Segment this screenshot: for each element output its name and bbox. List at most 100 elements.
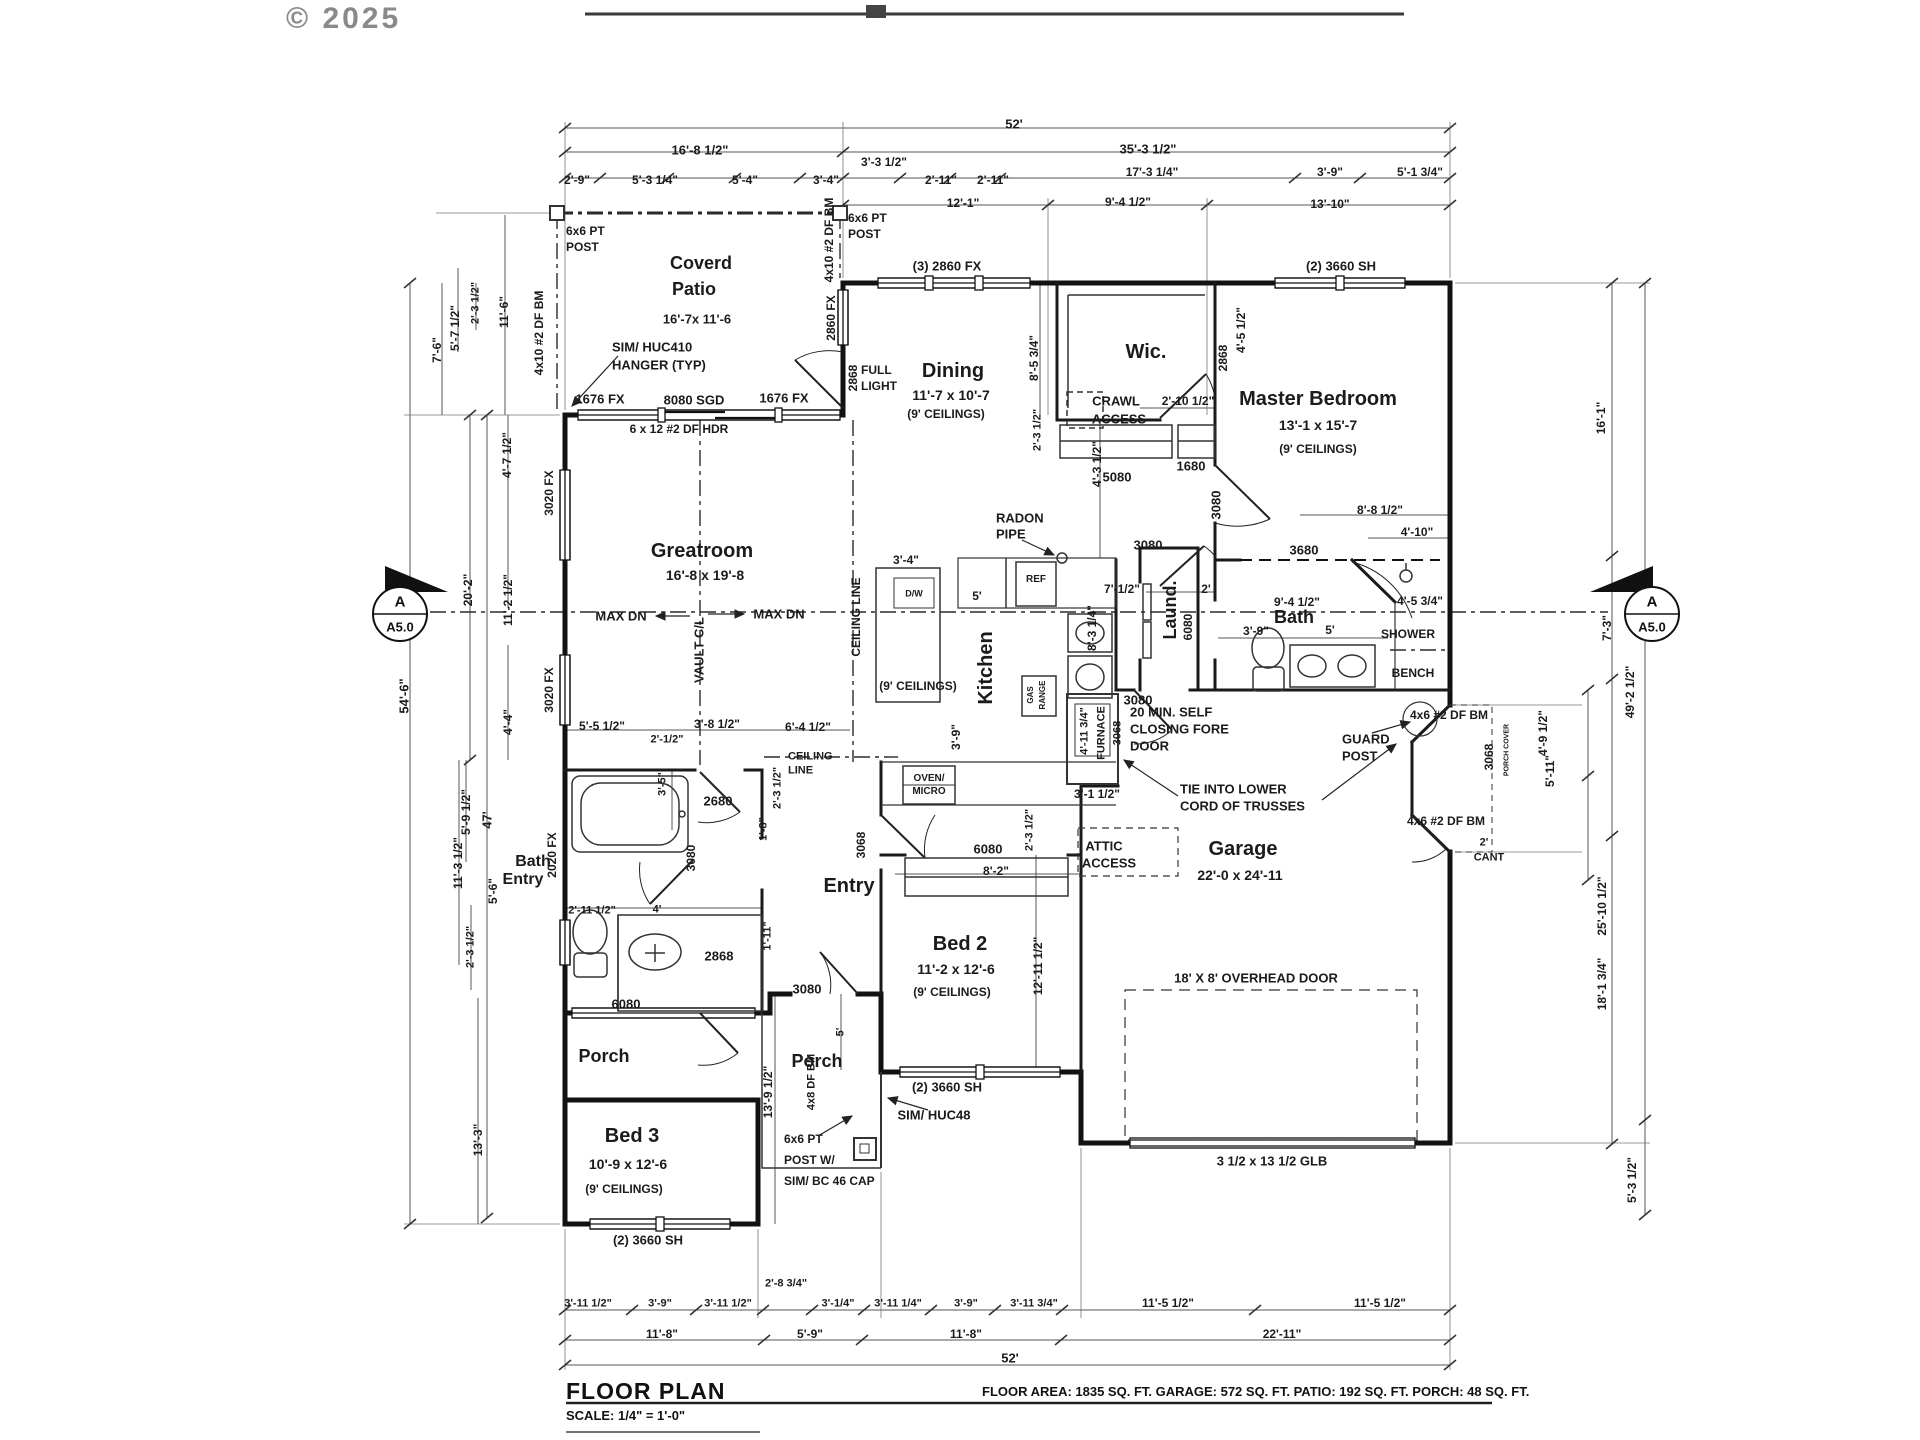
beam-note: 4x6 #2 DF BM xyxy=(1406,814,1486,828)
dim-label: 5'-3 1/4" xyxy=(632,173,678,187)
bench-label: BENCH xyxy=(1391,666,1435,680)
dim-label: 5'-6" xyxy=(486,878,500,904)
door-tag: 3080 xyxy=(1208,490,1224,520)
door-tag: 3680 xyxy=(1289,542,1319,558)
centerlines xyxy=(430,211,1608,765)
fire-door-note: CLOSING FORE xyxy=(1130,721,1229,737)
guard-post-note: POST xyxy=(1342,748,1378,764)
post-note: 6x6 PT xyxy=(848,211,887,225)
post-note: POST xyxy=(848,227,881,241)
interior-walls xyxy=(563,281,1453,1074)
dim-label: 3'-5" xyxy=(656,772,669,796)
dim-label: 35'-3 1/2" xyxy=(1119,141,1177,157)
sheet-scale: SCALE: 1/4" = 1'-0" xyxy=(566,1408,686,1423)
sheet-title: FLOOR PLAN xyxy=(566,1378,726,1404)
section-marker-right-letter: A xyxy=(1646,593,1658,611)
window-tag: 3020 FX xyxy=(542,667,556,713)
section-marker-left-sheet: A5.0 xyxy=(386,619,414,635)
dim-label: 5' xyxy=(972,589,982,603)
door-tag: 2868 xyxy=(704,948,734,964)
kitchen-island xyxy=(875,567,941,703)
room-size-dining: 11'-7 x 10'-7 xyxy=(912,387,990,403)
room-label-covered-patio: Coverd xyxy=(669,253,733,273)
door-tag: 3080 xyxy=(684,844,698,872)
patio-post xyxy=(549,205,565,221)
patio-post xyxy=(832,205,848,221)
dim-label: CANT xyxy=(1473,851,1505,864)
section-arrow-left xyxy=(385,566,448,592)
section-marker-right-sheet: A5.0 xyxy=(1638,619,1666,635)
dim-label: 4'-10" xyxy=(1400,525,1434,539)
hanger-note: SIM/ HUC48 xyxy=(897,1107,971,1123)
dim-label: 20'-2" xyxy=(461,573,475,607)
dim-label: 13'-9 1/2" xyxy=(761,1065,775,1119)
crawl-access-note: ACCESS xyxy=(1091,411,1147,427)
dim-label: 2'-3 1/2" xyxy=(1031,408,1044,452)
dim-label: 4'-4" xyxy=(501,709,515,735)
room-size-master-bedroom: 13'-1 x 15'-7 xyxy=(1278,417,1358,433)
beam-note: 4x8 DF BM xyxy=(805,1053,818,1111)
room-label-bath-entry: Entry xyxy=(502,871,544,888)
hanger-note: SIM/ HUC410 xyxy=(612,339,693,355)
dim-label: 3'-11 1/4" xyxy=(874,1297,922,1310)
dim-label: 8'-5 3/4" xyxy=(1027,335,1041,381)
door-tag: 3080 xyxy=(792,981,822,997)
dim-label: MICRO xyxy=(912,786,946,797)
toilet xyxy=(1251,627,1285,669)
dim-label: 5'-4" xyxy=(732,173,758,187)
dim-label: 4'-11 3/4" xyxy=(1078,707,1091,755)
dim-label: 3'-1 1/2" xyxy=(1074,787,1120,801)
dim-label: 11'-5 1/2" xyxy=(1354,1296,1406,1310)
room-size-bed3: 10'-9 x 12'-6 xyxy=(588,1156,668,1172)
dim-label: MAX DN xyxy=(595,608,647,624)
room-label-master-bath: Bath xyxy=(1274,607,1314,627)
dim-label: 25'-10 1/2" xyxy=(1595,876,1609,936)
window-tag: 6080 xyxy=(611,996,641,1012)
dim-label: MAX DN xyxy=(753,606,805,622)
refrigerator-label: REF xyxy=(1026,574,1046,585)
window-tag: (3) 2860 FX xyxy=(912,258,982,274)
dim-label: OVEN/ xyxy=(913,773,945,784)
room-label-master-bedroom: Master Bedroom xyxy=(1239,388,1397,410)
doors xyxy=(639,350,1447,1066)
dim-label: 13'-3" xyxy=(471,1123,485,1157)
dim-label: 2' xyxy=(1479,836,1489,849)
dim-label: 1'-8" xyxy=(757,817,770,841)
dim-label: 11'-3 1/2" xyxy=(451,837,465,889)
dim-label: LINE xyxy=(788,764,814,777)
room-label-bed2: Bed 2 xyxy=(932,933,988,955)
post-note: 6x6 PT xyxy=(784,1132,823,1146)
dim-label: 2'-3 1/2" xyxy=(464,925,477,969)
room-label-dining: Dining xyxy=(921,360,985,382)
dim-label: 7'-6" xyxy=(430,337,444,363)
dishwasher xyxy=(893,577,935,609)
room-size-bed2: 11'-2 x 12'-6 xyxy=(917,961,995,977)
post-note: POST xyxy=(566,240,599,254)
dim-label: 5'-3 1/2" xyxy=(1625,1157,1639,1203)
dim-label: 2'-3 1/2" xyxy=(771,766,784,810)
door-tag: 2680 xyxy=(703,793,733,809)
door-tag: 8080 SGD xyxy=(663,392,725,408)
room-label-porch-entry: Porch xyxy=(791,1051,843,1071)
dim-label: 7'-1/2" xyxy=(1104,582,1140,596)
dim-label: 4' xyxy=(652,903,662,916)
door-tag: 6080 xyxy=(1181,613,1195,641)
dim-label: 3'-11 3/4" xyxy=(1010,1297,1058,1310)
crawl-access-note: CRAWL xyxy=(1092,393,1140,409)
dim-label: 3'-11 1/2" xyxy=(564,1297,612,1310)
room-label-porch-left: Porch xyxy=(578,1046,630,1066)
dim-label: 12'-1" xyxy=(946,196,980,210)
dim-label: 6'-4 1/2" xyxy=(785,720,831,734)
copyright-text: © 2025 xyxy=(286,2,402,35)
dim-label: 8'-2" xyxy=(983,864,1009,878)
guard-post-note: GUARD xyxy=(1342,731,1390,747)
dim-label: 2'-8 3/4" xyxy=(764,1277,808,1290)
window-tag: 2860 FX xyxy=(824,295,838,341)
dim-label: FULL xyxy=(861,363,892,377)
dim-label: 52' xyxy=(1005,116,1023,132)
toilet xyxy=(572,909,608,955)
dim-label: 5'-9 1/2" xyxy=(459,789,473,835)
dim-label: 3'-3 1/2" xyxy=(861,155,907,169)
furnace-label: FURNACE xyxy=(1095,706,1108,760)
